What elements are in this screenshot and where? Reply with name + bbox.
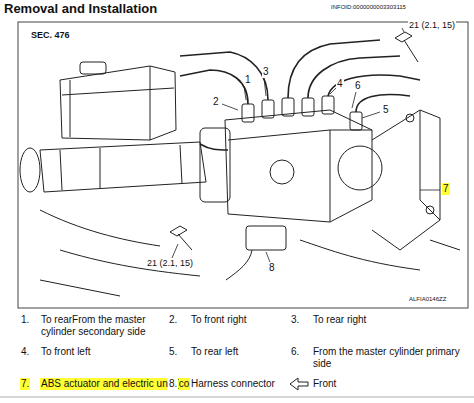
callout-number: 1 [244,74,252,86]
callout-number: 8 [268,262,276,274]
legend-text: To rearFrom the master cylinder secondar… [40,314,162,337]
legend-text: To rear right [312,314,367,326]
legend-number: 2. [168,314,178,326]
section-number: SEC. 476 [30,30,71,40]
master-cylinder [40,142,206,192]
callout-number: 3 [262,66,270,78]
figure-frame [18,22,468,308]
brake-pipes [180,40,420,150]
callout-number: 2 [212,96,220,108]
legend-text: To front right [190,314,248,326]
legend-number: 5. [168,346,178,358]
control-unit [200,128,230,202]
brake-booster [20,148,40,192]
front-arrow [290,378,308,390]
callout-number: 6 [354,80,362,92]
page-title: Removal and Installation [4,2,157,17]
bolt [170,32,418,250]
legend-text: Front [312,378,337,390]
reservoir [60,66,176,140]
abs-actuator [225,110,372,222]
torque-spec: 21 (2.1, 15) [408,20,456,30]
figure-code: ALFIA0146ZZ [408,296,447,303]
torque-spec: 21 (2.1, 15) [146,258,194,268]
pipe-fittings [242,96,362,130]
bracket [372,110,440,250]
legend-text: To rear left [190,346,239,358]
legend-text: To front left [40,346,91,358]
callout-number: 4 [336,78,344,90]
legend-number: 3. [290,314,300,326]
callout-number: 5 [382,104,390,116]
legend-text: From the master cylinder primary side [312,346,464,369]
legend-number: 6. [290,346,300,358]
legend-text: Harness connector [190,378,276,390]
leader-line [172,28,440,262]
info-id: INFOID:0000000003303115 [330,4,407,11]
reservoir-cap [80,62,106,74]
legend-number: 7. [20,378,30,390]
legend-number: 8. [168,378,178,390]
legend-number: 4. [20,346,30,358]
callout-number: 7 [442,183,450,195]
legend-number: 1. [20,314,30,326]
pump-motor [338,146,382,190]
harness-connector [246,226,286,250]
